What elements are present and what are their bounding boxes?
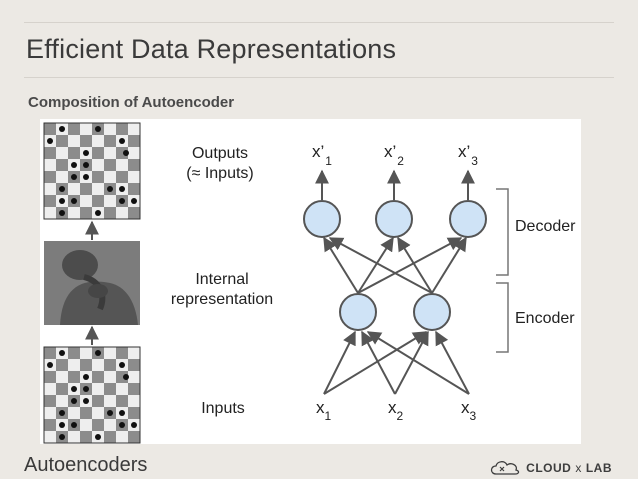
input-label-2: x2	[388, 398, 404, 423]
edge-x1-h1	[323, 330, 356, 395]
edge-h2-o1	[328, 237, 433, 294]
decoder-bracket	[496, 188, 509, 276]
footer-title: Autoencoders	[24, 454, 148, 476]
internal-label-line1: Internal	[195, 271, 248, 288]
internal-label-line2: representation	[171, 291, 273, 308]
inputs-label: Inputs	[201, 400, 245, 417]
brand-name-mid: x	[575, 461, 582, 475]
output-node-2	[375, 200, 413, 238]
input-label-1: x1	[316, 398, 332, 423]
brand-name-right: LAB	[585, 461, 612, 475]
output-node-1	[303, 200, 341, 238]
title-divider	[24, 77, 614, 78]
slide-title: Efficient Data Representations	[26, 34, 397, 64]
input-label-3: x3	[461, 398, 477, 423]
edge-h1-o1	[323, 236, 359, 294]
hidden-node-1	[339, 293, 377, 331]
outputs-note-label: (≈ Inputs)	[186, 165, 253, 182]
diagram-canvas: Outputs (≈ Inputs) Internal representati…	[43, 122, 576, 444]
network-edges	[315, 169, 475, 395]
brand-name-left: CLOUD	[526, 461, 572, 475]
top-divider	[24, 22, 614, 23]
edge-x1-h2	[323, 331, 428, 395]
thinker-statue-image	[44, 241, 140, 325]
output-label-2: x’2	[384, 142, 404, 168]
encoder-label: Encoder	[515, 310, 575, 327]
edge-x2-h2	[394, 330, 429, 395]
chessboard-output-icon	[43, 122, 141, 220]
edge-x3-h1	[366, 331, 470, 395]
section-subtitle: Composition of Autoencoder	[28, 94, 235, 111]
output-label-1: x’1	[312, 142, 332, 168]
edge-h2-o2	[397, 236, 433, 294]
edge-h1-o3	[357, 237, 463, 294]
edge-x3-h2	[435, 330, 470, 395]
chessboard-input-icon	[43, 346, 141, 444]
edge-h2-o3	[431, 236, 467, 294]
brand-logo: CLOUD x LAB	[488, 459, 612, 477]
hidden-node-2	[413, 293, 451, 331]
autoencoder-figure: Outputs (≈ Inputs) Internal representati…	[40, 119, 581, 444]
decoder-label: Decoder	[515, 218, 576, 235]
outputs-label: Outputs	[192, 145, 248, 162]
output-label-3: x’3	[458, 142, 478, 168]
output-node-3	[449, 200, 487, 238]
edge-h1-o2	[357, 236, 394, 294]
edge-x2-h1	[361, 330, 396, 395]
cloud-logo-icon	[491, 461, 520, 475]
encoder-bracket	[496, 282, 509, 353]
